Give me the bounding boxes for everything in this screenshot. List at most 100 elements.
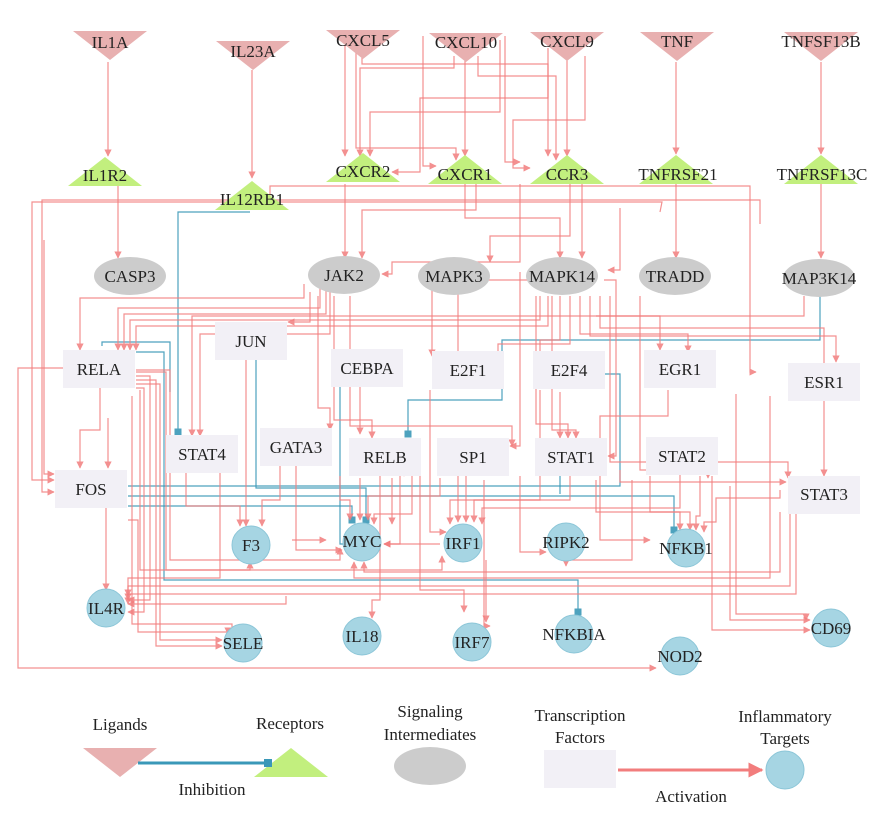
target-node[interactable]: CD69 (811, 608, 852, 648)
ligand-node[interactable]: CXCL10 (429, 33, 503, 62)
tf-node[interactable]: STAT3 (788, 476, 860, 514)
svg-text:CD69: CD69 (811, 619, 852, 638)
svg-text:IL1A: IL1A (92, 33, 130, 52)
svg-text:IL23A: IL23A (230, 42, 276, 61)
ligand-node[interactable]: TNFSF13B (781, 32, 861, 61)
tf-node[interactable]: E2F1 (432, 351, 504, 389)
svg-text:MYC: MYC (343, 532, 382, 551)
tf-node[interactable]: E2F4 (533, 351, 605, 389)
intermediate-node[interactable]: TRADD (639, 257, 711, 295)
receptor-node[interactable]: CXCR2 (326, 153, 400, 182)
svg-text:SP1: SP1 (459, 448, 486, 467)
svg-text:CXCL9: CXCL9 (540, 32, 594, 51)
legend-activation-label: Activation (655, 787, 727, 806)
svg-text:RELB: RELB (363, 448, 406, 467)
svg-text:CEBPA: CEBPA (340, 359, 394, 378)
svg-text:IL1R2: IL1R2 (83, 166, 127, 185)
svg-text:E2F4: E2F4 (551, 361, 588, 380)
svg-text:IL18: IL18 (345, 627, 378, 646)
legend-intermediates-label-2: Intermediates (384, 725, 477, 744)
svg-text:RELA: RELA (77, 360, 122, 379)
ligand-layer: IL1A IL23A CXCL5 CXCL10 CXCL9 TNF TNFSF1… (73, 30, 861, 70)
target-node[interactable]: IL4R (86, 588, 126, 628)
legend-ligands-label: Ligands (93, 715, 148, 734)
ligand-node[interactable]: IL23A (216, 41, 290, 70)
legend-target-shape (765, 750, 805, 790)
target-node[interactable]: NOD2 (657, 636, 703, 676)
svg-text:JUN: JUN (235, 332, 266, 351)
ligand-node[interactable]: TNF (640, 32, 714, 61)
tf-node[interactable]: FOS (55, 470, 127, 508)
svg-text:MAPK3: MAPK3 (425, 267, 483, 286)
tf-node[interactable]: STAT4 (166, 435, 238, 473)
intermediate-node[interactable]: CASP3 (94, 257, 166, 295)
svg-text:TNF: TNF (661, 32, 693, 51)
svg-text:EGR1: EGR1 (659, 360, 702, 379)
svg-text:STAT1: STAT1 (547, 448, 595, 467)
legend-targets-label-1: Inflammatory (738, 707, 832, 726)
target-node[interactable]: IRF1 (443, 523, 483, 563)
tf-node[interactable]: EGR1 (644, 350, 716, 388)
svg-text:STAT3: STAT3 (800, 485, 848, 504)
svg-text:IL12RB1: IL12RB1 (220, 190, 284, 209)
target-node[interactable]: MYC (342, 522, 382, 562)
tf-layer: JUN RELA CEBPA E2F1 E2F4 EGR1 ESR1 STAT (55, 322, 860, 514)
target-node[interactable]: IL18 (342, 616, 382, 656)
intermediate-node[interactable]: MAPK14 (526, 257, 598, 295)
receptor-node[interactable]: TNFRSF21 (638, 155, 718, 184)
target-node[interactable]: NFKBIA (542, 614, 606, 654)
ligand-node[interactable]: IL1A (73, 31, 147, 60)
svg-text:MAP3K14: MAP3K14 (782, 269, 857, 288)
svg-text:CCR3: CCR3 (546, 165, 589, 184)
intermediate-node[interactable]: JAK2 (308, 256, 380, 294)
svg-text:CXCR2: CXCR2 (336, 162, 391, 181)
target-node[interactable]: IRF7 (452, 622, 492, 662)
tf-node[interactable]: ESR1 (788, 363, 860, 401)
target-node[interactable]: SELE (223, 623, 264, 663)
tf-node[interactable]: STAT1 (535, 438, 607, 476)
target-node[interactable]: RIPK2 (542, 522, 590, 562)
svg-text:MAPK14: MAPK14 (529, 267, 596, 286)
svg-text:NOD2: NOD2 (657, 647, 702, 666)
receptor-layer: IL1R2 IL12RB1 CXCR2 CXCR1 CCR3 TNFRSF21 … (68, 153, 867, 210)
intermediate-node[interactable]: MAP3K14 (782, 259, 857, 297)
receptor-node[interactable]: IL1R2 (68, 157, 142, 186)
legend-tfs-label-1: Transcription (535, 706, 626, 725)
ligand-node[interactable]: CXCL5 (326, 30, 400, 59)
svg-text:F3: F3 (242, 536, 260, 555)
intermediate-layer: CASP3 JAK2 MAPK3 MAPK14 TRADD MAP3K14 (94, 256, 857, 297)
svg-text:ESR1: ESR1 (804, 373, 844, 392)
svg-text:STAT4: STAT4 (178, 445, 226, 464)
legend-ligand-shape (83, 748, 157, 777)
svg-text:CASP3: CASP3 (104, 267, 155, 286)
legend-intermediates-label-1: Signaling (397, 702, 463, 721)
svg-text:CXCL5: CXCL5 (336, 31, 390, 50)
tf-node[interactable]: SP1 (437, 438, 509, 476)
tf-node[interactable]: RELA (63, 350, 135, 388)
svg-text:TNFRSF13C: TNFRSF13C (777, 165, 868, 184)
svg-text:IRF7: IRF7 (455, 633, 490, 652)
tf-node[interactable]: CEBPA (331, 349, 403, 387)
svg-text:SELE: SELE (223, 634, 264, 653)
receptor-node[interactable]: CXCR1 (428, 155, 502, 184)
target-node[interactable]: F3 (231, 525, 271, 565)
tf-node[interactable]: STAT2 (646, 437, 718, 475)
receptor-node[interactable]: TNFRSF13C (777, 155, 868, 184)
svg-text:CXCL10: CXCL10 (435, 33, 497, 52)
legend-targets-label-2: Targets (760, 729, 809, 748)
legend-inhibition-label: Inhibition (178, 780, 246, 799)
receptor-node[interactable]: CCR3 (530, 155, 604, 184)
target-node[interactable]: NFKB1 (659, 528, 713, 568)
tf-node[interactable]: JUN (215, 322, 287, 360)
ligand-node[interactable]: CXCL9 (530, 32, 604, 61)
receptor-node[interactable]: IL12RB1 (215, 181, 289, 210)
svg-text:GATA3: GATA3 (270, 438, 322, 457)
legend-tfs-label-2: Factors (555, 728, 605, 747)
svg-text:TNFSF13B: TNFSF13B (781, 32, 860, 51)
svg-text:NFKB1: NFKB1 (659, 539, 713, 558)
legend-tf-shape (544, 750, 616, 788)
intermediate-node[interactable]: MAPK3 (418, 257, 490, 295)
tf-node[interactable]: RELB (349, 438, 421, 476)
legend-intermediate-shape (394, 747, 466, 785)
tf-node[interactable]: GATA3 (260, 428, 332, 466)
